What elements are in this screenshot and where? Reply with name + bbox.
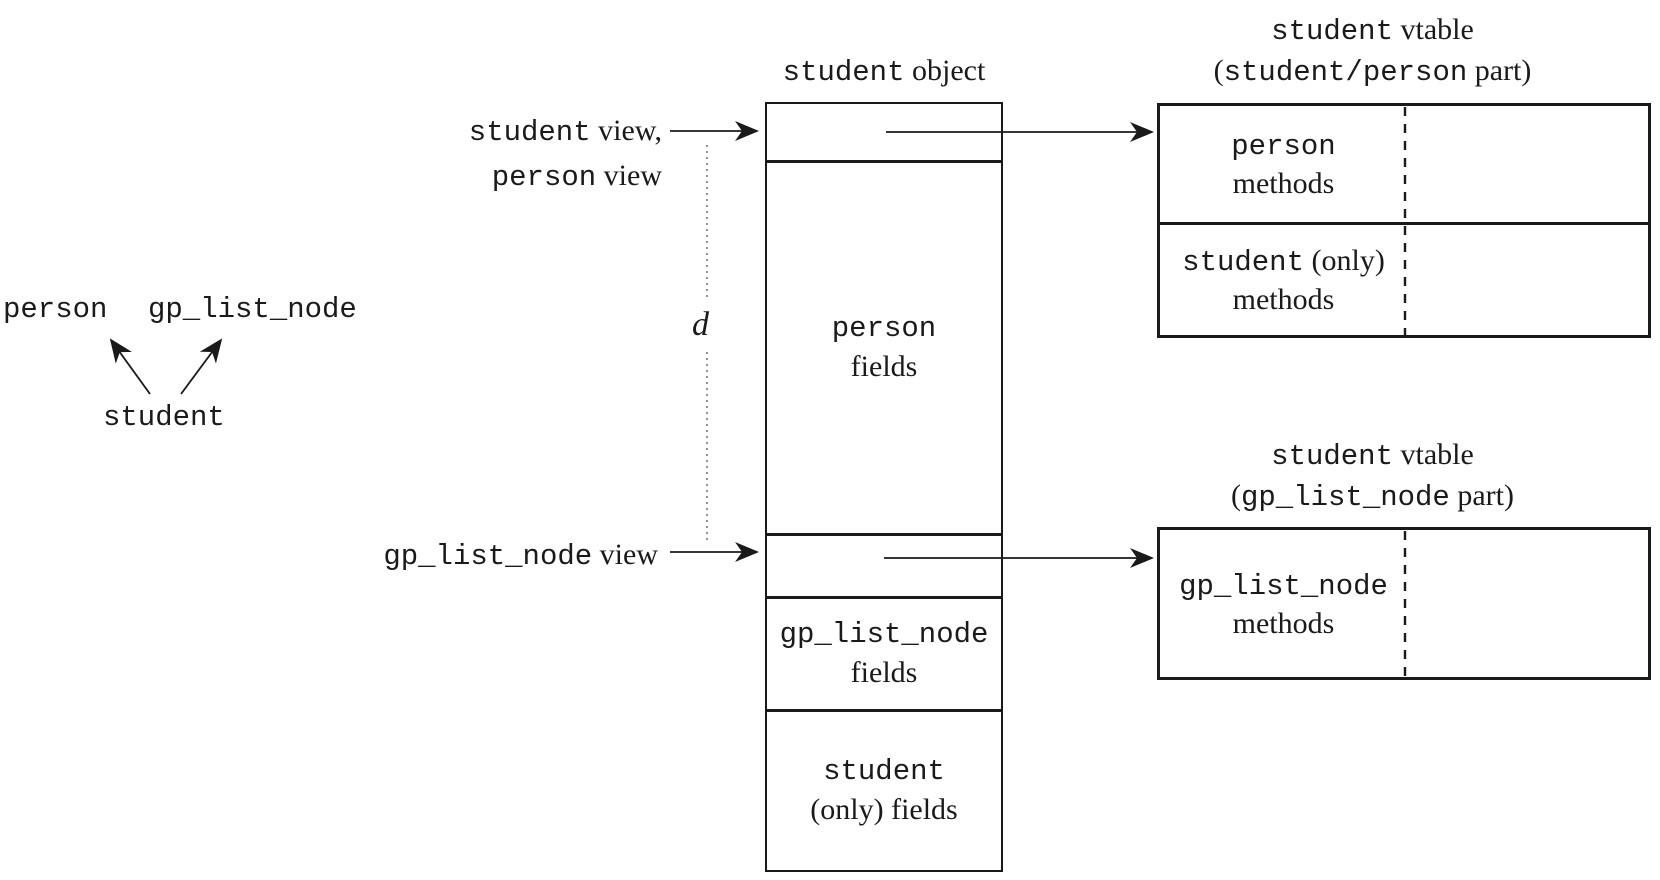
student-view-line: student view, bbox=[300, 109, 662, 154]
person-fields-rest: fields bbox=[850, 350, 918, 383]
object-title-rest: object bbox=[904, 54, 986, 87]
inheritance-person-label: person bbox=[3, 293, 108, 326]
student-person-view-label: student view, person view bbox=[300, 109, 662, 199]
person-view-line: person view bbox=[300, 154, 662, 199]
vtable-bottom-title: student vtable (gp_list_node part) bbox=[1125, 435, 1620, 517]
gp-methods-line2: methods bbox=[1232, 606, 1335, 640]
vtable-bottom-cell-gp-methods: gp_list_node methods bbox=[1160, 566, 1407, 642]
vtable-bottom-title-part-code: gp_list_node bbox=[1241, 481, 1450, 514]
vtable-bottom-title-line1: student vtable bbox=[1125, 435, 1620, 476]
person-fields-code: person bbox=[831, 312, 937, 345]
inheritance-student-label: student bbox=[103, 401, 225, 434]
object-title-code: student bbox=[782, 56, 905, 89]
vtable-bottom-row-gp-methods: gp_list_node methods bbox=[1160, 530, 1648, 677]
student-only-methods-line1: student (only) bbox=[1160, 242, 1407, 281]
vtable-bottom-title-open-paren: ( bbox=[1231, 479, 1241, 512]
vtable-bottom-box: gp_list_node methods bbox=[1157, 527, 1651, 680]
vtable-top-title: student vtable (student/person part) bbox=[1125, 10, 1620, 92]
person-methods-line2: methods bbox=[1232, 167, 1335, 200]
student-only-methods-rest: (only) bbox=[1304, 244, 1385, 277]
vtable-pointer-slot-primary bbox=[767, 104, 1001, 163]
gp-view-code: gp_list_node bbox=[383, 540, 593, 573]
gp-fields-section: gp_list_node fields bbox=[767, 599, 1001, 712]
student-view-rest: view, bbox=[590, 114, 662, 147]
person-methods-code: person bbox=[1231, 130, 1336, 163]
student-fields-code: student bbox=[823, 755, 945, 788]
student-only-fields-section: student (only) fields bbox=[767, 712, 1001, 870]
person-methods-line1: person bbox=[1160, 126, 1407, 165]
vtable-top-title-part-rest: part) bbox=[1467, 54, 1532, 87]
student-only-methods-line2: methods bbox=[1232, 283, 1335, 316]
gp-methods-line1: gp_list_node bbox=[1160, 566, 1407, 605]
student-only-methods-code: student bbox=[1182, 246, 1304, 279]
vtable-top-title-part-code: student/person bbox=[1223, 56, 1468, 89]
vtable-pointer-slot-gp bbox=[767, 536, 1001, 599]
gp-methods-code: gp_list_node bbox=[1179, 569, 1388, 603]
vtable-bottom-title-code: student bbox=[1271, 440, 1393, 473]
vtable-top-row-student-only-methods: student (only) methods bbox=[1160, 225, 1648, 335]
vtable-bottom-title-line2: (gp_list_node part) bbox=[1125, 476, 1620, 517]
gp-list-node-view-label: gp_list_node view bbox=[300, 536, 658, 576]
arrow-student-to-person bbox=[109, 338, 151, 395]
person-view-rest: view bbox=[596, 159, 662, 192]
vtable-top-title-code: student bbox=[1271, 15, 1393, 48]
inheritance-gp-list-node-label: gp_list_node bbox=[148, 293, 357, 326]
person-fields-section: person fields bbox=[767, 163, 1001, 536]
gp-fields-rest: fields bbox=[850, 656, 918, 689]
student-fields-rest: (only) fields bbox=[810, 793, 958, 826]
person-view-code: person bbox=[491, 161, 597, 194]
vtable-bottom-title-part-rest: part) bbox=[1449, 479, 1514, 512]
vtable-top-title-line2: (student/person part) bbox=[1125, 51, 1620, 92]
vtable-top-cell-person-methods: person methods bbox=[1160, 126, 1407, 202]
vtable-top-box: person methods student (only) methods bbox=[1157, 103, 1651, 338]
vtable-top-cell-student-only-methods: student (only) methods bbox=[1160, 242, 1407, 318]
gp-view-rest: view bbox=[592, 538, 658, 571]
gp-fields-code: gp_list_node bbox=[779, 618, 989, 651]
object-title: student object bbox=[725, 52, 1043, 92]
student-object-box: person fields gp_list_node fields studen… bbox=[765, 102, 1003, 872]
offset-distance-label: d bbox=[692, 306, 709, 343]
vtable-top-title-rest: vtable bbox=[1393, 13, 1474, 46]
student-view-code: student bbox=[468, 116, 591, 149]
vtable-top-title-line1: student vtable bbox=[1125, 10, 1620, 51]
vtable-bottom-title-rest: vtable bbox=[1393, 438, 1474, 471]
arrow-student-to-gp-list-node bbox=[180, 338, 223, 395]
vtable-top-row-person-methods: person methods bbox=[1160, 106, 1648, 225]
vtable-top-title-open-paren: ( bbox=[1213, 54, 1224, 87]
